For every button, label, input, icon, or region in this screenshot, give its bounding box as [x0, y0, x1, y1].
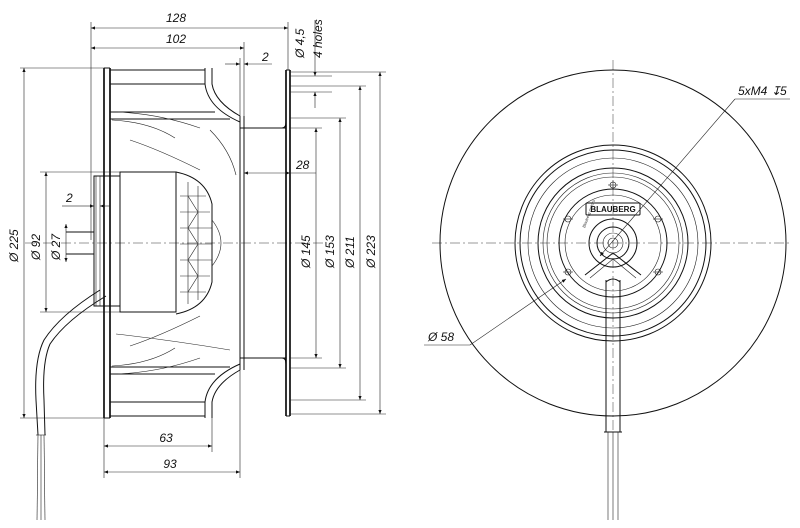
inlet-cone — [239, 69, 291, 417]
leader-thread — [599, 98, 790, 257]
dim-blade-width: 63 — [159, 431, 173, 445]
dim-inlet-d1: Ø 145 — [299, 235, 313, 269]
dim-motor-offset: 2 — [65, 191, 73, 205]
front-cable — [604, 278, 622, 520]
impeller-blades-top — [110, 68, 241, 176]
mounting-holes — [563, 180, 663, 276]
dim-outer-diameter: Ø 225 — [7, 229, 21, 263]
dim-thread-depth: 5 — [780, 84, 787, 98]
dim-flange-diameter: Ø 223 — [364, 235, 378, 269]
dim-thread: 5xM4 — [738, 84, 768, 98]
dim-inlet-d3: Ø 211 — [343, 236, 357, 269]
dim-motor-diameter: Ø 92 — [29, 234, 43, 261]
dim-base-width: 93 — [163, 457, 177, 471]
depth-symbol: ↧ — [771, 84, 781, 98]
dim-inlet-depth: 28 — [295, 158, 310, 172]
dim-hole-diameter: Ø 4,5 — [293, 28, 307, 59]
dim-inlet-d2: Ø 153 — [323, 235, 337, 269]
motor-cable — [35, 289, 107, 521]
impeller-outer-ring — [439, 69, 787, 417]
brand-label: BLAUBERG — [590, 205, 635, 214]
side-view: 128 102 2 Ø 4,5 4 holes 28 2 Ø 225 Ø 92 … — [7, 11, 386, 521]
motor-body — [66, 171, 222, 315]
dim-impeller-depth: 102 — [166, 32, 186, 46]
brand-plate — [585, 202, 641, 216]
dim-hole-count: 4 holes — [311, 19, 325, 58]
front-view: BLAUBERG Blauberg motors 5xM4 ↧ 5 Ø 58 — [424, 60, 790, 520]
dim-hub-diameter: Ø 58 — [427, 330, 454, 344]
dim-shaft-diameter: Ø 27 — [49, 233, 63, 261]
leader-hub — [424, 278, 567, 346]
impeller-blades-bottom — [110, 315, 241, 418]
impeller-back-plate — [103, 67, 111, 419]
cable-gland — [584, 252, 642, 276]
dim-overall-depth: 128 — [166, 11, 186, 25]
dimension-lines-side — [20, 20, 386, 478]
dim-flange-thickness: 2 — [261, 50, 269, 64]
